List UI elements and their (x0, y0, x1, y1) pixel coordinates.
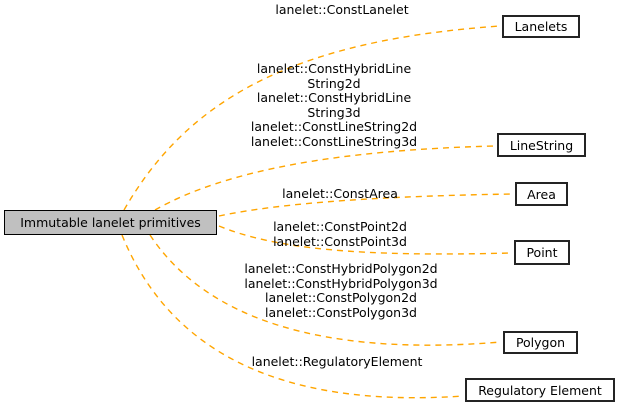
edge-label-line: lanelet::ConstLanelet (275, 2, 409, 17)
edge-label-linestring: lanelet::ConstHybridLine String2d lanele… (224, 61, 444, 149)
edge-label-line: lanelet::ConstLineString3d (250, 133, 418, 149)
edge-label-line: lanelet::ConstArea (282, 186, 398, 201)
edge-label-line: lanelet::RegulatoryElement (251, 354, 423, 369)
edge-to-regulatory-element (121, 234, 464, 399)
edge-to-lanelets (123, 25, 501, 211)
edge-label-line: String3d (307, 104, 361, 120)
edge-label-line: lanelet::ConstLineString2d (250, 119, 418, 134)
edge-label-line: lanelet::ConstHybridLine (256, 61, 412, 76)
edge-label-line: lanelet::ConstPoint3d (273, 233, 407, 249)
edge-label-line: lanelet::ConstPolygon2d (265, 290, 417, 305)
node-area[interactable]: Area (515, 182, 568, 206)
node-lanelets[interactable]: Lanelets (502, 15, 580, 38)
edge-label-regulatory-element: lanelet::RegulatoryElement (227, 354, 447, 370)
edge-label-line: lanelet::ConstPoint2d (273, 219, 407, 234)
edge-label-line: lanelet::ConstPolygon3d (265, 304, 417, 320)
edge-to-area (218, 193, 514, 217)
edge-to-point (218, 225, 513, 255)
edge-label-lanelets: lanelet::ConstLanelet (232, 2, 452, 18)
edge-label-line: lanelet::ConstHybridPolygon3d (244, 275, 438, 291)
edge-label-point: lanelet::ConstPoint2d lanelet::ConstPoin… (230, 219, 450, 249)
edge-to-linestring (154, 145, 496, 211)
node-regulatory-element[interactable]: Regulatory Element (465, 378, 615, 402)
edge-label-line: lanelet::ConstHybridPolygon2d (244, 261, 438, 276)
edge-label-polygon: lanelet::ConstHybridPolygon2d lanelet::C… (231, 261, 451, 320)
edge-label-area: lanelet::ConstArea (230, 186, 450, 202)
node-linestring[interactable]: LineString (497, 133, 586, 157)
edge-label-line: String2d (307, 75, 361, 91)
node-polygon[interactable]: Polygon (503, 331, 578, 354)
node-point[interactable]: Point (514, 240, 570, 265)
edge-label-line: lanelet::ConstHybridLine (256, 90, 412, 105)
node-immutable-lanelet-primitives: Immutable lanelet primitives (4, 210, 217, 235)
